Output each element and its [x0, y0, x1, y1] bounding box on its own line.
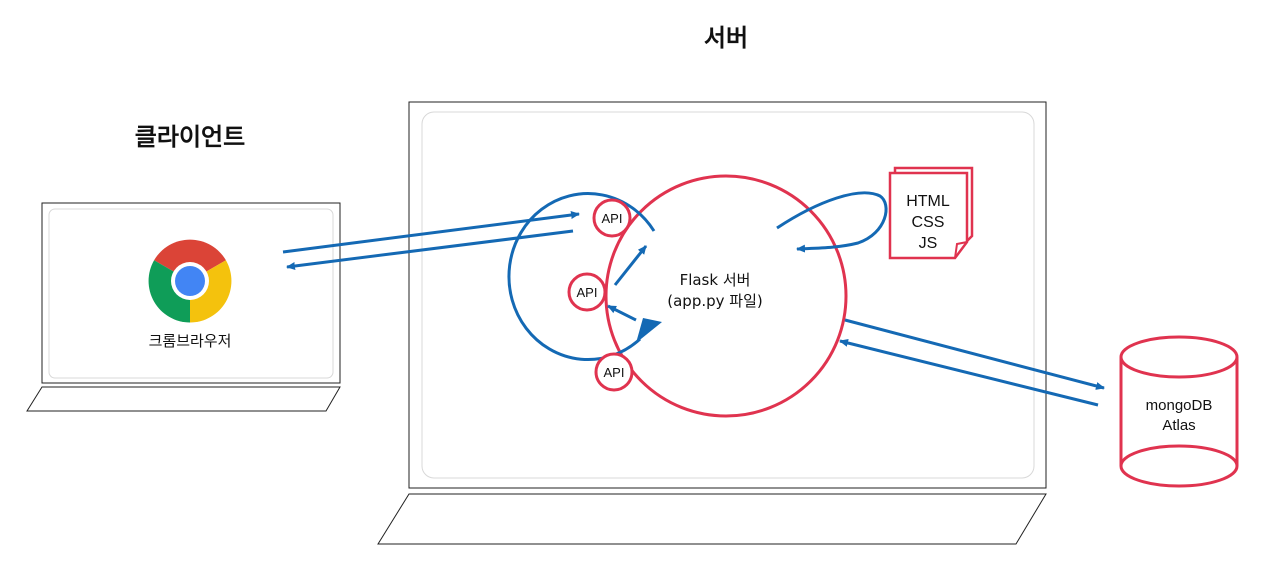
inner-loop-arrowhead — [636, 318, 662, 343]
flask-label-line1: Flask 서버 — [680, 271, 751, 289]
svg-text:API: API — [602, 211, 623, 226]
template-files: HTML CSS JS — [888, 166, 974, 260]
flask-to-api-arrow — [607, 304, 637, 322]
request-arrow — [282, 211, 580, 254]
db-label-line2: Atlas — [1162, 417, 1195, 434]
doc-css-label: CSS — [912, 214, 945, 231]
server-laptop — [377, 101, 1047, 545]
api-node-top: API — [592, 198, 632, 238]
server-laptop-inner — [421, 111, 1035, 479]
browser-label: 크롬브라우저 — [149, 332, 232, 350]
database-cylinder — [1119, 335, 1239, 488]
api-node-bottom: API — [594, 352, 634, 392]
response-arrow — [286, 229, 574, 270]
doc-js-label: JS — [919, 235, 938, 252]
server-laptop-base — [377, 493, 1047, 545]
doc-html-label: HTML — [906, 193, 950, 210]
client-laptop-base — [26, 386, 341, 412]
api-node-middle: API — [567, 272, 607, 312]
server-title: 서버 — [704, 24, 748, 52]
flask-label-line2: (app.py 파일) — [667, 292, 762, 310]
db-result-arrow — [839, 339, 1099, 407]
template-render-arrow — [776, 191, 888, 253]
flask-inner-loop — [507, 192, 656, 362]
api-to-flask-arrow — [613, 245, 648, 286]
svg-text:API: API — [604, 365, 625, 380]
chrome-icon — [148, 239, 232, 323]
client-title: 클라이언트 — [135, 123, 245, 151]
svg-text:API: API — [577, 285, 598, 300]
db-label-line1: mongoDB — [1146, 397, 1213, 414]
db-query-arrow — [844, 318, 1105, 390]
